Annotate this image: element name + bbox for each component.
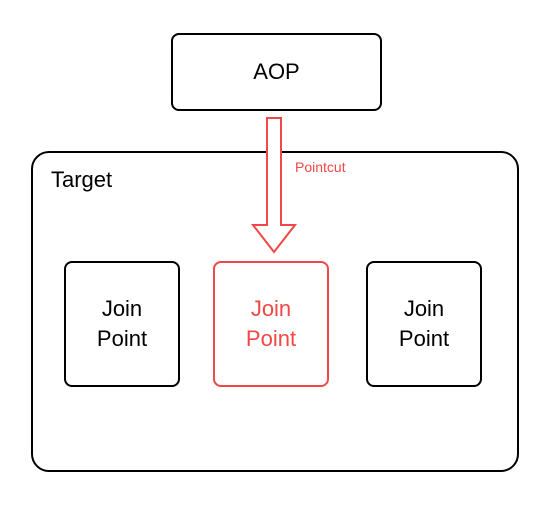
aop-label: AOP <box>253 59 300 84</box>
join-point-3: Join Point <box>366 261 482 387</box>
aop-box: AOP <box>171 33 382 111</box>
join-point-1: Join Point <box>64 261 180 387</box>
pointcut-label: Pointcut <box>295 159 346 175</box>
join-point-1-line1: Join <box>101 296 143 321</box>
join-point-3-line2: Point <box>398 326 450 351</box>
join-point-1-line2: Point <box>96 326 148 351</box>
join-point-2-line2: Point <box>245 326 297 351</box>
join-point-3-line1: Join <box>403 296 445 321</box>
join-point-2-line1: Join <box>250 296 292 321</box>
target-label: Target <box>51 167 113 192</box>
join-point-2-highlighted: Join Point <box>213 261 329 387</box>
